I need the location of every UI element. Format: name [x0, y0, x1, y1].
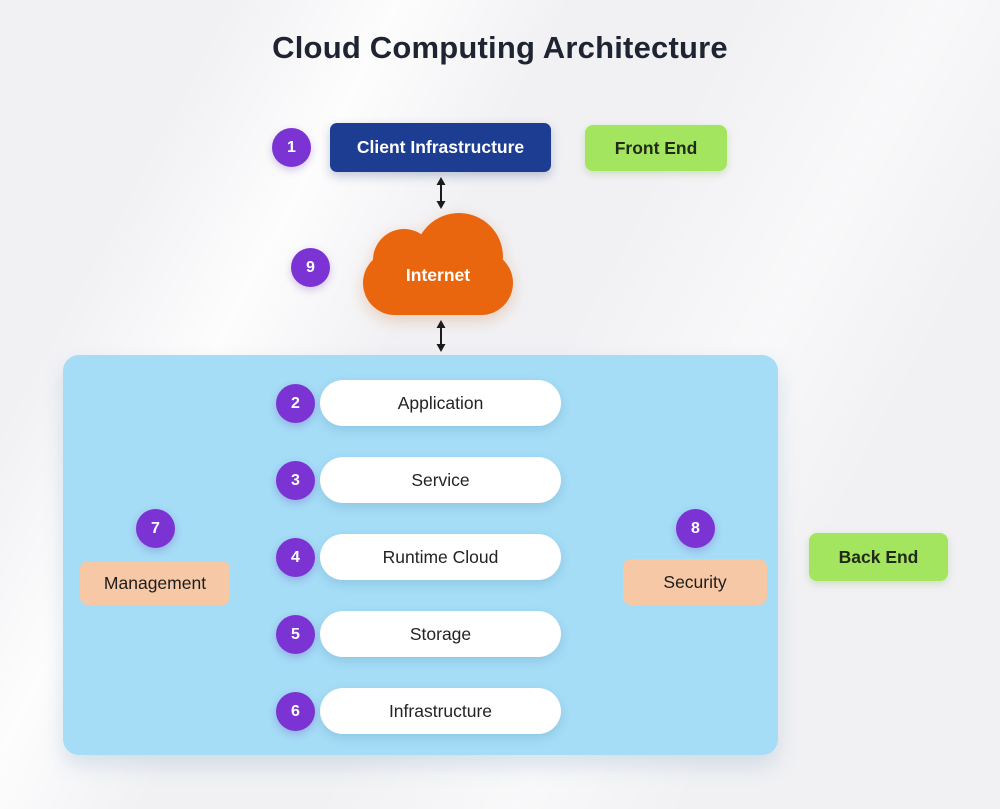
- client-infrastructure-node: Client Infrastructure: [330, 123, 551, 172]
- step-badge-3: 3: [276, 461, 315, 500]
- step-badge-6-number: 6: [291, 702, 300, 720]
- internet-label: Internet: [405, 264, 471, 285]
- layer-infrastructure: Infrastructure: [320, 688, 561, 734]
- step-badge-7: 7: [136, 509, 175, 548]
- step-badge-1-number: 1: [287, 138, 296, 156]
- layer-storage-label: Storage: [409, 623, 472, 644]
- layer-runtime-cloud-label: Runtime Cloud: [382, 546, 499, 567]
- internet-cloud-body: Internet: [363, 251, 513, 315]
- step-badge-4-number: 4: [291, 548, 300, 566]
- layer-application: Application: [320, 380, 561, 426]
- step-badge-9-number: 9: [306, 258, 315, 276]
- security-label: Security: [663, 571, 727, 592]
- layer-runtime-cloud: Runtime Cloud: [320, 534, 561, 580]
- step-badge-5-number: 5: [291, 625, 300, 643]
- layer-service: Service: [320, 457, 561, 503]
- back-end-label: Back End: [838, 546, 919, 567]
- layer-infrastructure-label: Infrastructure: [388, 700, 493, 721]
- management-label: Management: [103, 572, 207, 593]
- step-badge-7-number: 7: [151, 519, 160, 537]
- layer-service-label: Service: [411, 469, 470, 490]
- management-node: Management: [80, 561, 230, 605]
- back-end-node: Back End: [809, 533, 948, 581]
- double-arrow-icon: [436, 320, 446, 352]
- front-end-label: Front End: [614, 137, 698, 158]
- client-infrastructure-label: Client Infrastructure: [356, 137, 525, 157]
- layer-application-label: Application: [397, 392, 484, 413]
- step-badge-5: 5: [276, 615, 315, 654]
- step-badge-1: 1: [272, 128, 311, 167]
- step-badge-2: 2: [276, 384, 315, 423]
- internet-cloud: Internet: [363, 213, 513, 315]
- step-badge-8: 8: [676, 509, 715, 548]
- layer-storage: Storage: [320, 611, 561, 657]
- page-title: Cloud Computing Architecture: [272, 30, 728, 65]
- step-badge-4: 4: [276, 538, 315, 577]
- front-end-node: Front End: [585, 125, 727, 171]
- step-badge-6: 6: [276, 692, 315, 731]
- step-badge-2-number: 2: [291, 394, 300, 412]
- double-arrow-icon: [436, 177, 446, 209]
- step-badge-8-number: 8: [691, 519, 700, 537]
- step-badge-3-number: 3: [291, 471, 300, 489]
- security-node: Security: [623, 559, 767, 605]
- step-badge-9: 9: [291, 248, 330, 287]
